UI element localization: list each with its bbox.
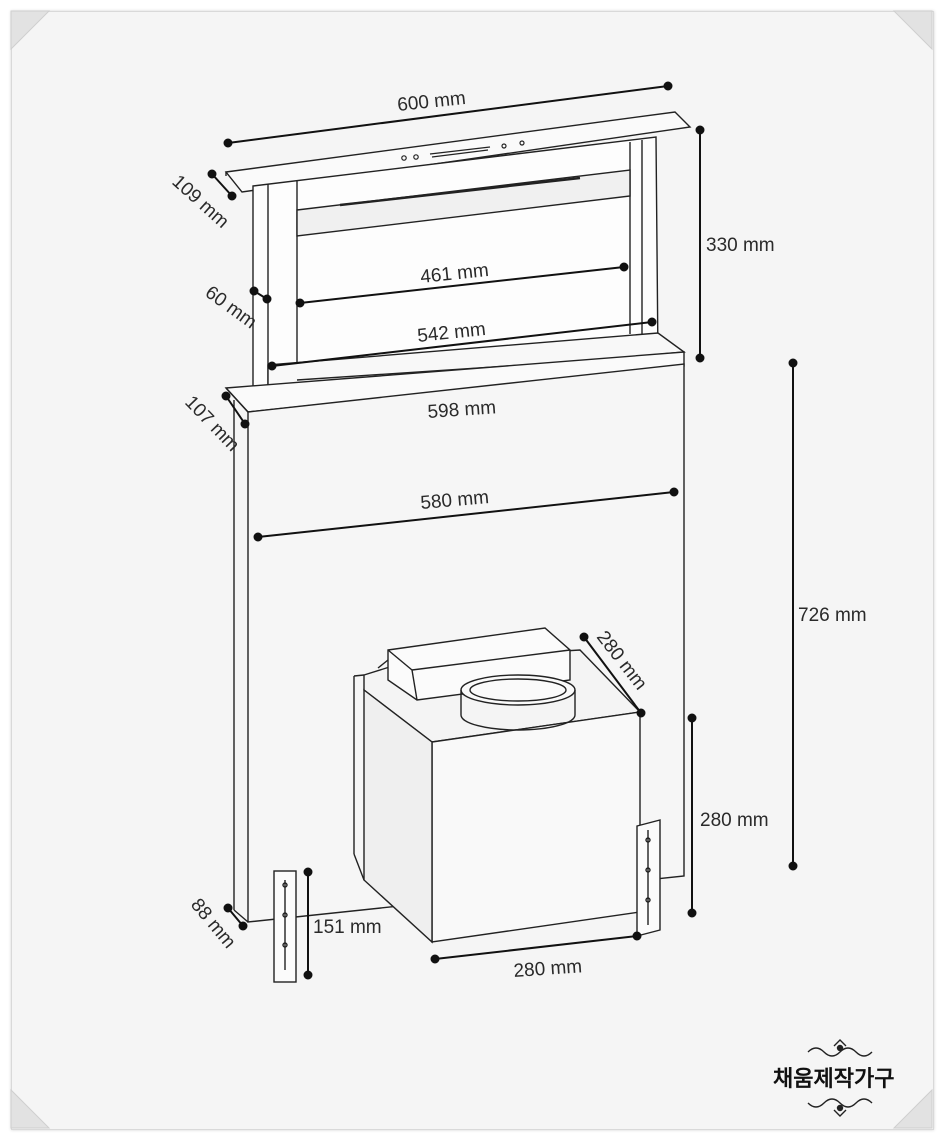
top-lid [224, 111, 692, 193]
brand-name: 채움제작가구 [773, 1066, 894, 1091]
label-top-width: 600 mm [396, 88, 466, 116]
label-body-height: 726 mm [798, 605, 867, 626]
intake-slot [296, 169, 631, 237]
corner-marks [10, 10, 933, 1129]
bracket-right [636, 819, 661, 937]
control-panel [401, 140, 525, 161]
dimension-lines [207, 81, 798, 980]
brand-logo: 채움제작가구 [773, 1039, 894, 1117]
label-motor-height: 280 mm [700, 810, 769, 831]
label-base-width: 598 mm [427, 397, 497, 423]
label-bottom-depth: 88 mm [186, 895, 239, 953]
ornament-bottom-icon [807, 1098, 873, 1117]
motor-unit [353, 627, 642, 944]
label-motor-width: 280 mm [513, 956, 583, 982]
label-bracket-height: 151 mm [313, 917, 382, 938]
ornament-top-icon [807, 1039, 873, 1057]
bracket-left [273, 870, 297, 983]
label-top-depth: 109 mm [168, 171, 233, 233]
hood-drawing [224, 111, 692, 983]
label-rise-height: 330 mm [706, 235, 775, 256]
